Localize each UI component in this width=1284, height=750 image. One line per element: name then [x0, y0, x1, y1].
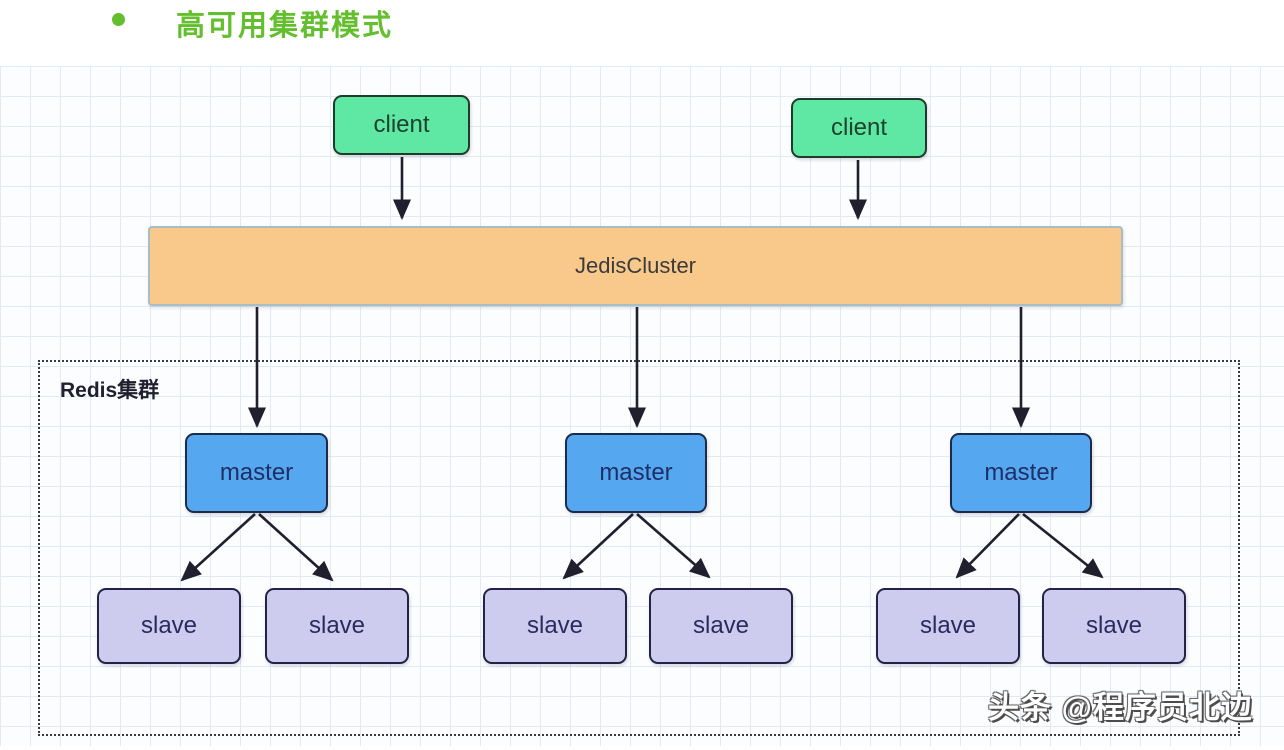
watermark-text: 头条 @程序员北边: [988, 690, 1253, 725]
slave-node-4: slave: [649, 588, 793, 664]
client-node-2: client: [791, 98, 927, 158]
page-title: 高可用集群模式: [176, 10, 394, 42]
jediscluster-bar: JedisCluster: [148, 226, 1123, 306]
slave-node-1: slave: [97, 588, 241, 664]
master-node-3: master: [950, 433, 1092, 513]
master-node-2: master: [565, 433, 707, 513]
slave-node-3: slave: [483, 588, 627, 664]
bullet-icon: [112, 13, 125, 26]
client-node-1: client: [333, 95, 470, 155]
master-node-1: master: [185, 433, 328, 513]
slave-node-5: slave: [876, 588, 1020, 664]
slave-node-2: slave: [265, 588, 409, 664]
slave-node-6: slave: [1042, 588, 1186, 664]
redis-cluster-box: Redis集群: [38, 360, 1240, 736]
redis-cluster-label: Redis集群: [60, 379, 160, 402]
